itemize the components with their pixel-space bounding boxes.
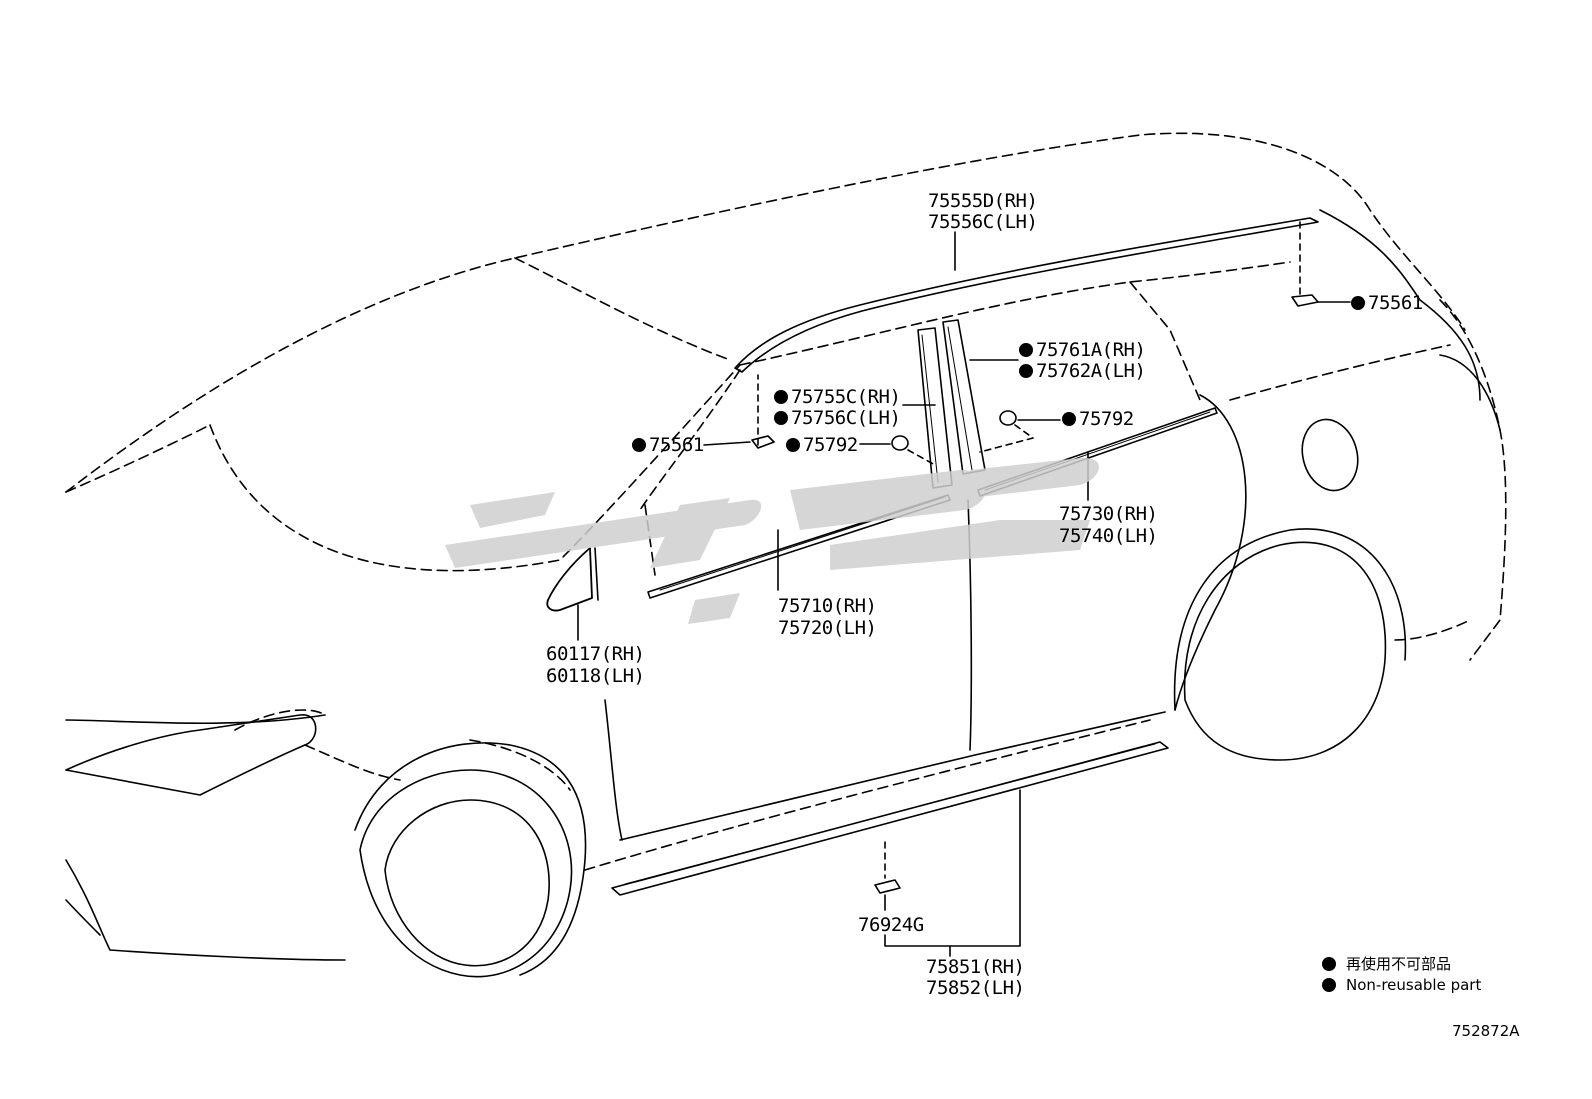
non-reusable-dot-icon — [1322, 978, 1336, 992]
label-clip-rear-text: 75561 — [1368, 292, 1423, 314]
label-pillar-rear-lh: 75762A(LH) — [1019, 360, 1146, 382]
label-clip-792-rear: 75792 — [1062, 408, 1134, 430]
label-roof-molding-lh: 75556C(LH) — [928, 211, 1038, 233]
label-pillar-front-rh-text: 75755C(RH) — [791, 386, 901, 408]
label-rear-belt-lh: 75740(LH) — [1059, 525, 1158, 547]
label-clip-792-rear-text: 75792 — [1079, 408, 1134, 430]
legend-jp: 再使用不可部品 — [1322, 953, 1451, 974]
label-pillar-front-lh-text: 75756C(LH) — [791, 407, 901, 429]
label-clip-792-front: 75792 — [786, 434, 858, 456]
non-reusable-dot-icon — [632, 438, 646, 452]
label-pillar-rear-rh: 75761A(RH) — [1019, 339, 1146, 361]
label-roof-molding-rh: 75555D(RH) — [928, 190, 1038, 212]
non-reusable-dot-icon — [774, 411, 788, 425]
label-front-belt-lh: 75720(LH) — [778, 617, 877, 639]
legend-jp-text: 再使用不可部品 — [1346, 955, 1452, 973]
non-reusable-dot-icon — [1351, 296, 1365, 310]
label-clip-front-text: 75561 — [649, 434, 704, 456]
legend-en-text: Non-reusable part — [1346, 976, 1482, 994]
figure-code: 752872A — [1452, 1022, 1520, 1040]
label-clip-792-front-text: 75792 — [803, 434, 858, 456]
non-reusable-dot-icon — [774, 390, 788, 404]
label-pillar-front-rh: 75755C(RH) — [774, 386, 901, 408]
label-clip-rear: 75561 — [1351, 292, 1423, 314]
non-reusable-dot-icon — [786, 438, 800, 452]
non-reusable-dot-icon — [1019, 364, 1033, 378]
label-quarter-lh: 60118(LH) — [546, 665, 645, 687]
label-rocker-lh: 75852(LH) — [926, 977, 1025, 999]
label-pillar-front-lh: 75756C(LH) — [774, 407, 901, 429]
label-clip-front: 75561 — [632, 434, 704, 456]
non-reusable-dot-icon — [1322, 957, 1336, 971]
label-pillar-rear-lh-text: 75762A(LH) — [1036, 360, 1146, 382]
label-rocker-clip: 76924G — [858, 914, 924, 936]
non-reusable-dot-icon — [1062, 412, 1076, 426]
label-front-belt-rh: 75710(RH) — [778, 595, 877, 617]
label-rocker-rh: 75851(RH) — [926, 956, 1025, 978]
legend-en: Non-reusable part — [1322, 976, 1481, 994]
non-reusable-dot-icon — [1019, 343, 1033, 357]
label-rear-belt-rh: 75730(RH) — [1059, 503, 1158, 525]
label-pillar-rear-rh-text: 75761A(RH) — [1036, 339, 1146, 361]
label-quarter-rh: 60117(RH) — [546, 643, 645, 665]
